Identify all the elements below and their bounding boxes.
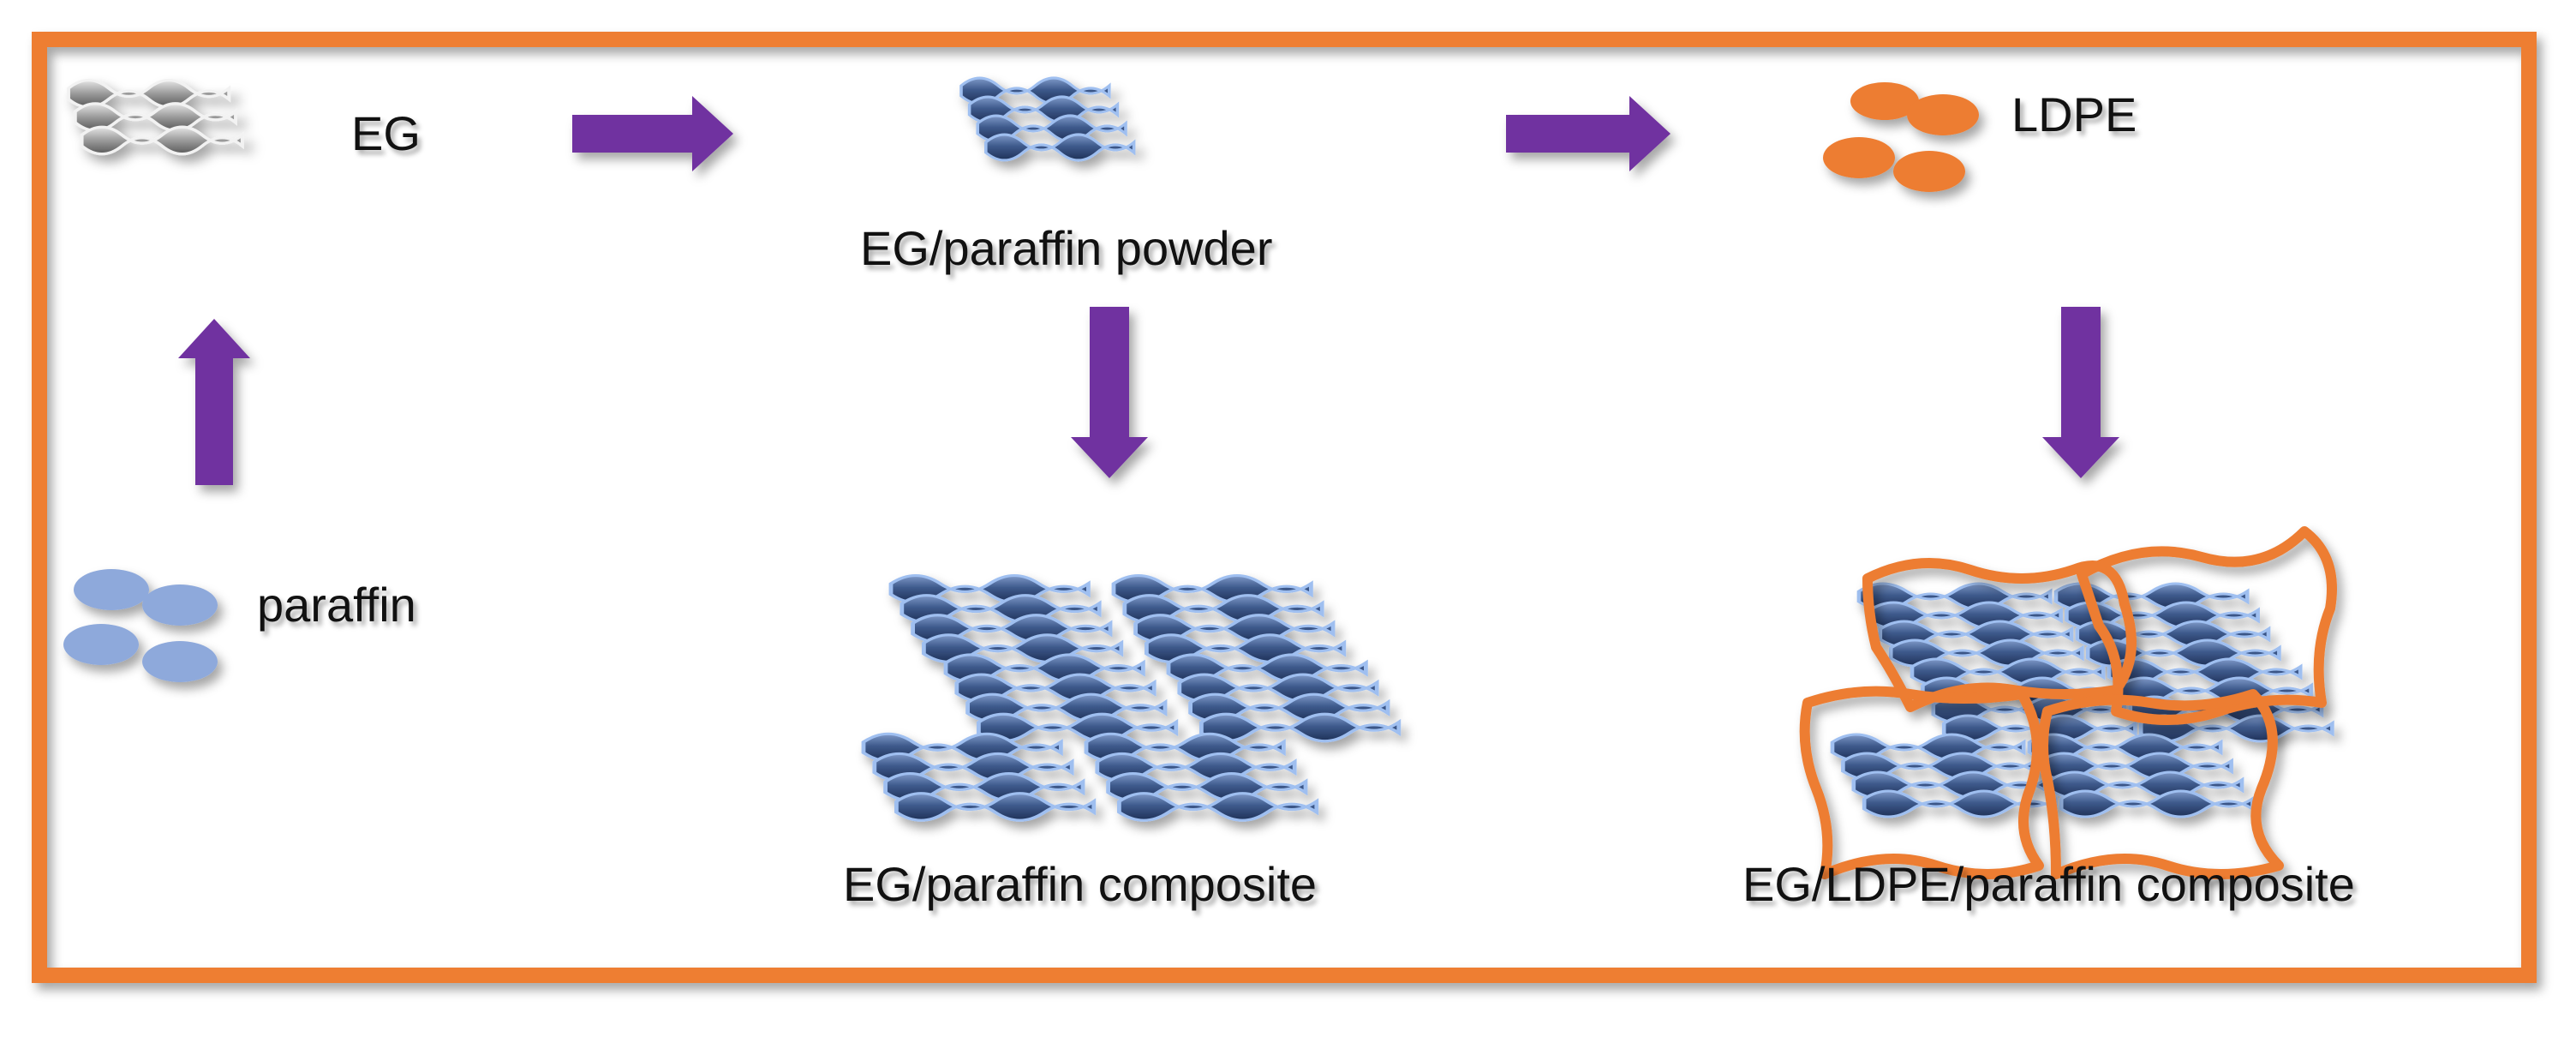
arrow-right-1: [572, 96, 733, 171]
paraffin-pellets-icon: [63, 569, 218, 682]
arrow-right-2: [1506, 96, 1671, 171]
arrow-up: [178, 319, 250, 485]
label-eg-paraffin-composite: EG/paraffin composite: [843, 857, 1318, 911]
eg-paraffin-composite-icon: [864, 576, 1399, 821]
label-ldpe: LDPE: [2011, 87, 2137, 141]
label-eg: EG: [351, 106, 421, 160]
ldpe-network-outline: [1799, 526, 2337, 879]
arrow-down-2: [2042, 307, 2119, 478]
label-eg-paraffin-powder: EG/paraffin powder: [860, 221, 1273, 275]
ldpe-pellets-icon: [1823, 82, 1979, 192]
eg-paraffin-powder-icon: [961, 78, 1134, 160]
label-paraffin: paraffin: [257, 578, 416, 632]
arrow-down-1: [1071, 307, 1148, 478]
eg-ldpe-paraffin-composite-icon: [1799, 526, 2337, 879]
eg-graphite-icon: [67, 78, 244, 156]
outer-frame: [32, 32, 2537, 983]
label-eg-ldpe-paraffin-composite: EG/LDPE/paraffin composite: [1742, 857, 2355, 911]
